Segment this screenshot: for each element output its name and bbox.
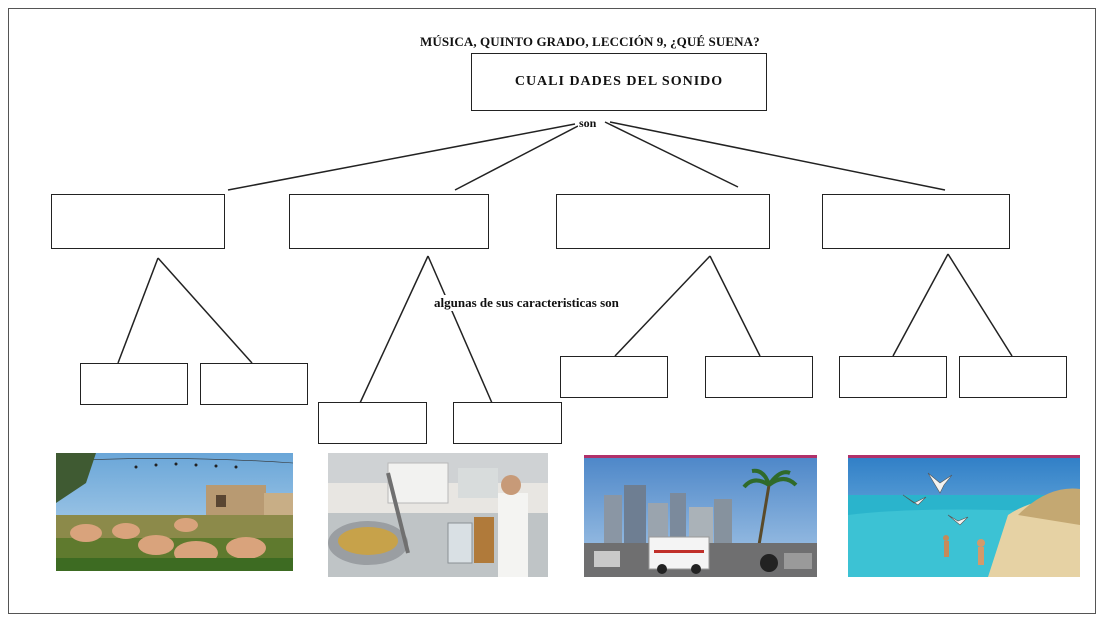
connector-line	[892, 253, 949, 357]
connector-line	[614, 255, 711, 357]
characteristic-box-4[interactable]	[453, 402, 562, 444]
connector-line	[604, 121, 739, 188]
beach-seagulls-photo	[848, 455, 1080, 577]
characteristic-box-5[interactable]	[560, 356, 668, 398]
city-street-photo	[584, 455, 817, 577]
characteristic-box-3[interactable]	[318, 402, 427, 444]
root-concept-box: CUALI DADES DEL SONIDO	[471, 53, 767, 111]
quality-box-2[interactable]	[289, 194, 489, 249]
connector-line	[947, 253, 1013, 357]
characteristic-box-8[interactable]	[959, 356, 1067, 398]
characteristic-box-2[interactable]	[200, 363, 308, 405]
connector-label-son: son	[578, 116, 598, 131]
kitchen-chef-photo	[328, 453, 548, 577]
connector-line	[227, 123, 576, 191]
connector-line	[359, 255, 429, 404]
characteristic-box-6[interactable]	[705, 356, 813, 398]
quality-box-1[interactable]	[51, 194, 225, 249]
connector-line	[117, 257, 159, 364]
characteristic-box-1[interactable]	[80, 363, 188, 405]
connector-line	[427, 255, 493, 404]
connector-line	[709, 255, 761, 357]
page-title: MÚSICA, QUINTO GRADO, LECCIÓN 9, ¿QUÉ SU…	[420, 34, 760, 49]
connector-label-characteristics: algunas de sus caracteristicas son	[433, 295, 620, 311]
connector-line	[157, 257, 253, 364]
quality-box-3[interactable]	[556, 194, 770, 249]
connector-line	[609, 121, 946, 191]
root-concept-label: CUALI DADES DEL SONIDO	[514, 74, 724, 89]
characteristic-box-7[interactable]	[839, 356, 947, 398]
connector-line	[454, 125, 579, 191]
quality-box-4[interactable]	[822, 194, 1010, 249]
farm-pigs-photo	[56, 453, 293, 571]
